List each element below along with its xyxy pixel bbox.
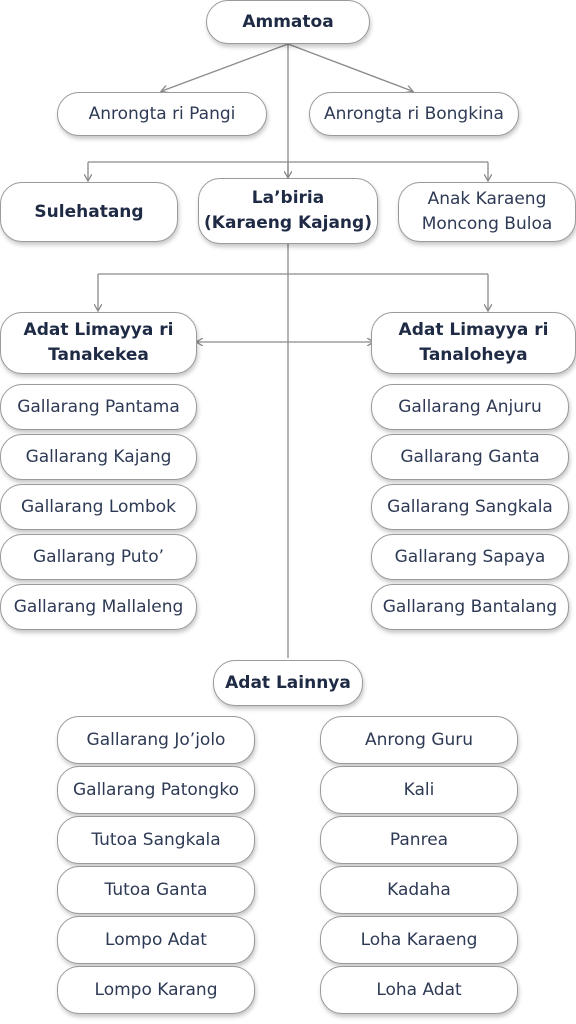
node-adat-lainnya-left-member: Lompo Adat bbox=[57, 916, 255, 964]
node-tanaloheya-member: Gallarang Sapaya bbox=[371, 534, 569, 580]
node-tanakekea-member: Gallarang Puto’ bbox=[0, 534, 197, 580]
node-anak-karaeng-moncong-buloa: Anak Karaeng Moncong Buloa bbox=[398, 182, 576, 242]
node-adat-lainnya-left-member: Lompo Karang bbox=[57, 966, 255, 1014]
node-anrongta-ri-bongkina: Anrongta ri Bongkina bbox=[309, 92, 519, 136]
node-adat-lainnya-left-member: Gallarang Patongko bbox=[57, 766, 255, 814]
node-adat-lainnya-right-member: Anrong Guru bbox=[320, 716, 518, 764]
node-labiria-karaeng-kajang: La’biria (Karaeng Kajang) bbox=[198, 178, 378, 244]
node-anrongta-ri-pangi: Anrongta ri Pangi bbox=[57, 92, 267, 136]
node-adat-lainnya-left-member: Tutoa Ganta bbox=[57, 866, 255, 914]
node-tanakekea-member: Gallarang Pantama bbox=[0, 384, 197, 430]
node-adat-limayya-tanaloheya: Adat Limayya ri Tanaloheya bbox=[371, 312, 576, 374]
node-ammatoa: Ammatoa bbox=[206, 0, 370, 44]
node-adat-lainnya-left-member: Tutoa Sangkala bbox=[57, 816, 255, 864]
node-tanakekea-member: Gallarang Mallaleng bbox=[0, 584, 197, 630]
node-adat-limayya-tanakekea: Adat Limayya ri Tanakekea bbox=[0, 312, 197, 374]
node-adat-lainnya-right-member: Kadaha bbox=[320, 866, 518, 914]
node-adat-lainnya-right-member: Loha Adat bbox=[320, 966, 518, 1014]
node-adat-lainnya-left-member: Gallarang Jo’jolo bbox=[57, 716, 255, 764]
node-tanaloheya-member: Gallarang Ganta bbox=[371, 434, 569, 480]
node-tanaloheya-member: Gallarang Bantalang bbox=[371, 584, 569, 630]
line-root-to-pangi bbox=[162, 43, 289, 91]
line-root-to-bongkina bbox=[287, 43, 412, 91]
node-tanaloheya-member: Gallarang Sangkala bbox=[371, 484, 569, 530]
node-sulehatang: Sulehatang bbox=[0, 182, 178, 242]
node-adat-lainnya-right-member: Loha Karaeng bbox=[320, 916, 518, 964]
node-adat-lainnya: Adat Lainnya bbox=[213, 660, 363, 706]
node-tanaloheya-member: Gallarang Anjuru bbox=[371, 384, 569, 430]
node-adat-lainnya-right-member: Panrea bbox=[320, 816, 518, 864]
node-tanakekea-member: Gallarang Lombok bbox=[0, 484, 197, 530]
node-adat-lainnya-right-member: Kali bbox=[320, 766, 518, 814]
node-tanakekea-member: Gallarang Kajang bbox=[0, 434, 197, 480]
